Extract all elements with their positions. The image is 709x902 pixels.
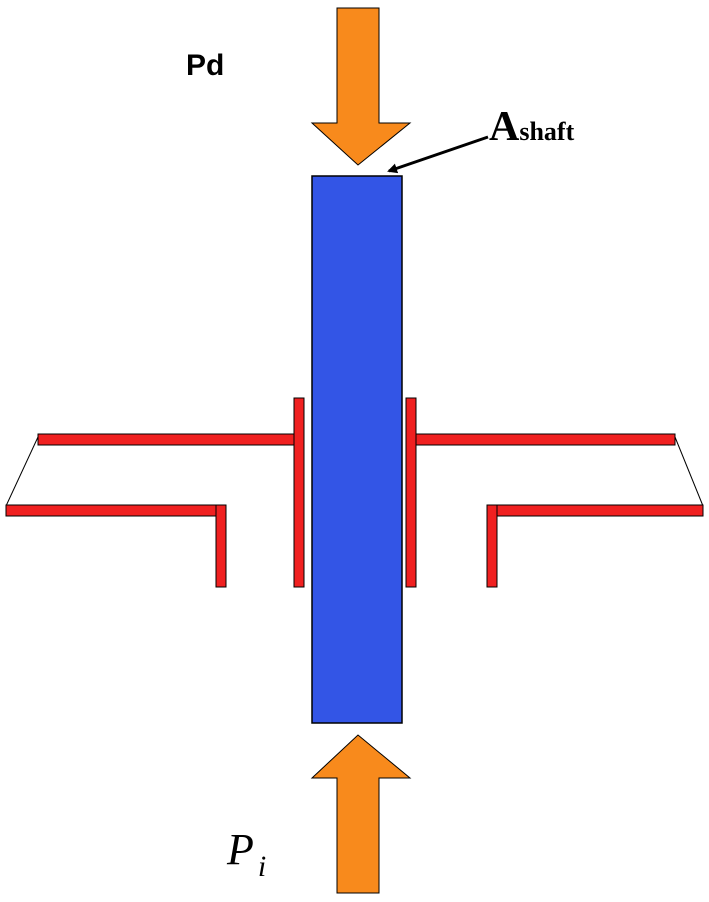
arrow-up-icon [310, 734, 412, 894]
right-housing-slant [674, 436, 704, 507]
right-seal-plate [405, 397, 417, 588]
left-upper-plate [37, 433, 295, 446]
label-area-main: A [489, 104, 520, 150]
right-lower-leg [486, 504, 498, 588]
right-lower-plate [486, 504, 704, 517]
shaft [311, 175, 403, 724]
left-lower-leg [215, 504, 227, 588]
label-area-sub: shaft [519, 117, 574, 146]
left-lower-plate [5, 504, 227, 517]
label-area-shaft: Ashaft [489, 104, 575, 150]
pointer-arrow-icon [387, 135, 489, 174]
label-pi-main: P [226, 825, 254, 874]
label-pd: Pd [186, 49, 224, 82]
label-pi-sub: i [258, 850, 266, 883]
left-seal-plate [293, 397, 305, 588]
right-upper-plate [415, 433, 676, 446]
arrow-down-icon [310, 7, 412, 166]
left-housing-slant [5, 436, 39, 507]
